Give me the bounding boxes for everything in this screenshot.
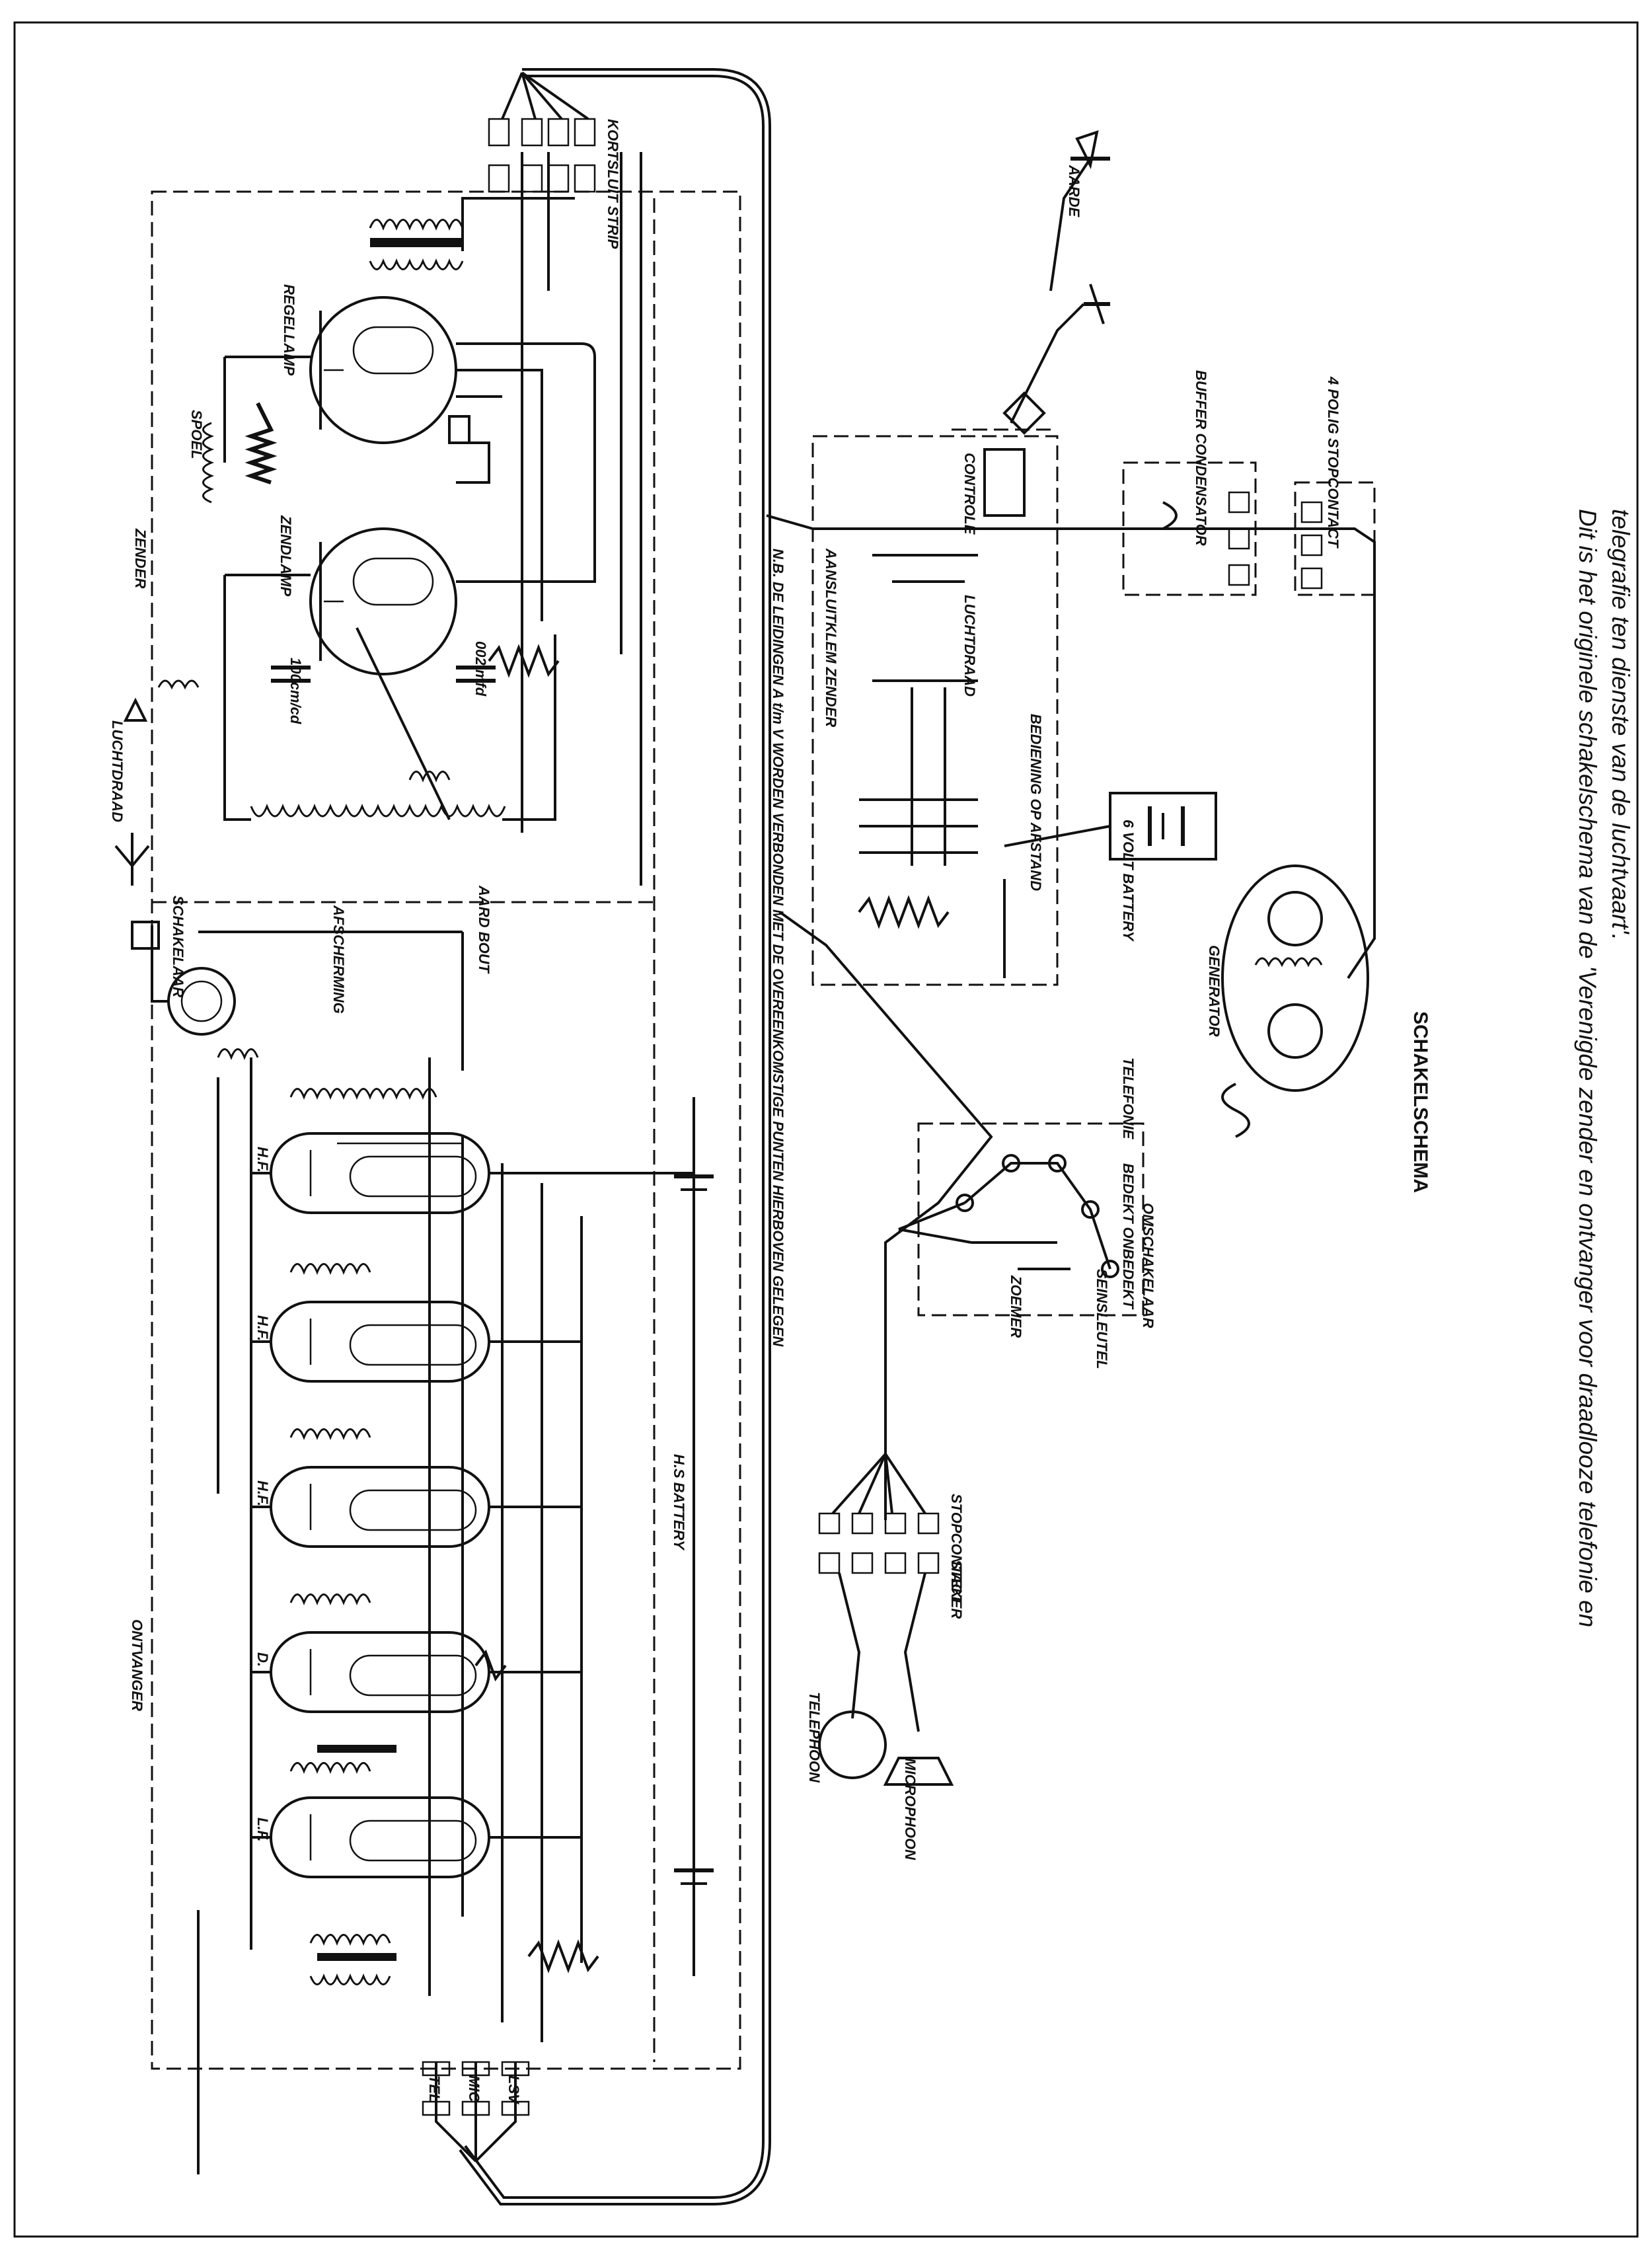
- cable-harness: [459, 68, 1376, 2205]
- label-seinsleutel: SEINSLEUTEL: [1094, 1269, 1110, 1369]
- connection-box: [811, 435, 1217, 986]
- tube-hf-3: [270, 1466, 490, 1548]
- switch-assembly: [131, 921, 259, 1061]
- caption-line-1: Dit is het originele schakelschema van d…: [1574, 509, 1601, 1627]
- label-afscherming: AFSCHERMING: [330, 905, 347, 1014]
- label-cap3: 002 mfd: [472, 641, 489, 697]
- label-luchtdraad-box: LUCHTDRAAD: [961, 595, 978, 697]
- tube-zendlamp: [309, 527, 457, 675]
- label-regellamp: REGELLAMP: [281, 284, 297, 375]
- buffer-and-socket: [1122, 461, 1376, 596]
- tube-regellamp: [309, 296, 457, 444]
- tube-hf-1: [270, 1132, 490, 1214]
- label-tube-lf: L.F.: [254, 1818, 271, 1842]
- receiver-wiring: [197, 931, 714, 2174]
- handset-plug: [818, 1453, 954, 1786]
- label-term-lsv: LSV: [506, 2075, 522, 2105]
- ground-control: [952, 284, 1110, 517]
- label-stopcontact: STOPCONTACT: [948, 1494, 965, 1604]
- label-kortsluit-strip: KORTSLUIT STRIP: [605, 119, 621, 249]
- label-note: N.B. DE LEIDINGEN A t/m V WORDEN VERBOND…: [770, 549, 786, 1347]
- label-spoel: SPOEL: [188, 410, 205, 459]
- label-aarde: AARDE: [1066, 165, 1082, 218]
- label-tube-hf3: H.F.: [254, 1480, 271, 1506]
- aarde-ground-symbol: [1049, 130, 1110, 291]
- label-schakelaar: SCHAKELAAR: [170, 896, 186, 997]
- label-telephoon: TELEPHOON: [806, 1692, 823, 1783]
- label-tube-hf1: H.F.: [254, 1147, 271, 1172]
- label-6-volt-battery: 6 VOLT BATTERY: [1120, 820, 1137, 942]
- label-term-mic: MIC: [466, 2075, 482, 2102]
- tube-lf: [270, 1796, 490, 1878]
- label-telefonie: TELEFONIE: [1120, 1057, 1137, 1140]
- label-bediening-op-afstand: BEDIENING OP AFSTAND: [1028, 714, 1044, 891]
- telefonie-box: [898, 1122, 1145, 1317]
- label-zender: ZENDER: [132, 528, 149, 589]
- tube-hf-2: [270, 1301, 490, 1383]
- tube-d: [270, 1631, 490, 1713]
- caption-line-2: telegrafie ten dienste van de luchtvaart…: [1607, 509, 1634, 940]
- label-tube-d: D.: [254, 1652, 271, 1667]
- label-steker: STEKER: [948, 1560, 965, 1619]
- label-aansluitklem-zender: AANSLUITKLEM ZENDER: [823, 548, 839, 727]
- receiver-tubes: [270, 1132, 490, 1878]
- label-term-tel: TEL: [426, 2075, 443, 2103]
- labels: ONTVANGER ZENDER SCHAKELAAR REGELLAMP ZE…: [109, 119, 1341, 2105]
- figure-title: SCHAKELSCHEMA: [1409, 1011, 1431, 1193]
- label-buffer-condensator: BUFFER CONDENSATOR: [1193, 370, 1209, 546]
- label-generator: GENERATOR: [1206, 945, 1222, 1037]
- label-hs-battery: H.S BATTERY: [671, 1454, 687, 1551]
- label-4-polig-stopcontact: 4 POLIG STOPCONTACT: [1325, 376, 1341, 549]
- label-bedekt-onbedekt: BEDEKT ONBEDEKT: [1120, 1163, 1137, 1310]
- label-zoemer: ZOEMER: [1008, 1275, 1024, 1338]
- generator: [1221, 864, 1369, 1138]
- label-cap1: 100cm/cd: [287, 658, 304, 724]
- label-ontvanger: ONTVANGER: [129, 1619, 145, 1711]
- receiver-box: [151, 190, 741, 2070]
- label-tube-hf2: H.F.: [254, 1315, 271, 1341]
- label-aardbout: AARD BOUT: [476, 885, 492, 974]
- top-terminal-strip: [488, 71, 596, 193]
- label-microphoon: MICROPHOON: [902, 1758, 919, 1860]
- transmitter-section: [114, 152, 642, 886]
- label-luchtdraad: LUCHTDRAAD: [109, 720, 126, 822]
- label-controle: CONTROLE: [961, 453, 978, 535]
- label-omschakelaar: OMSCHAKELAAR: [1140, 1203, 1156, 1328]
- label-zendlamp: ZENDLAMP: [278, 515, 294, 597]
- page-frame: [13, 21, 1639, 2238]
- receiver-coils: [289, 1088, 437, 1985]
